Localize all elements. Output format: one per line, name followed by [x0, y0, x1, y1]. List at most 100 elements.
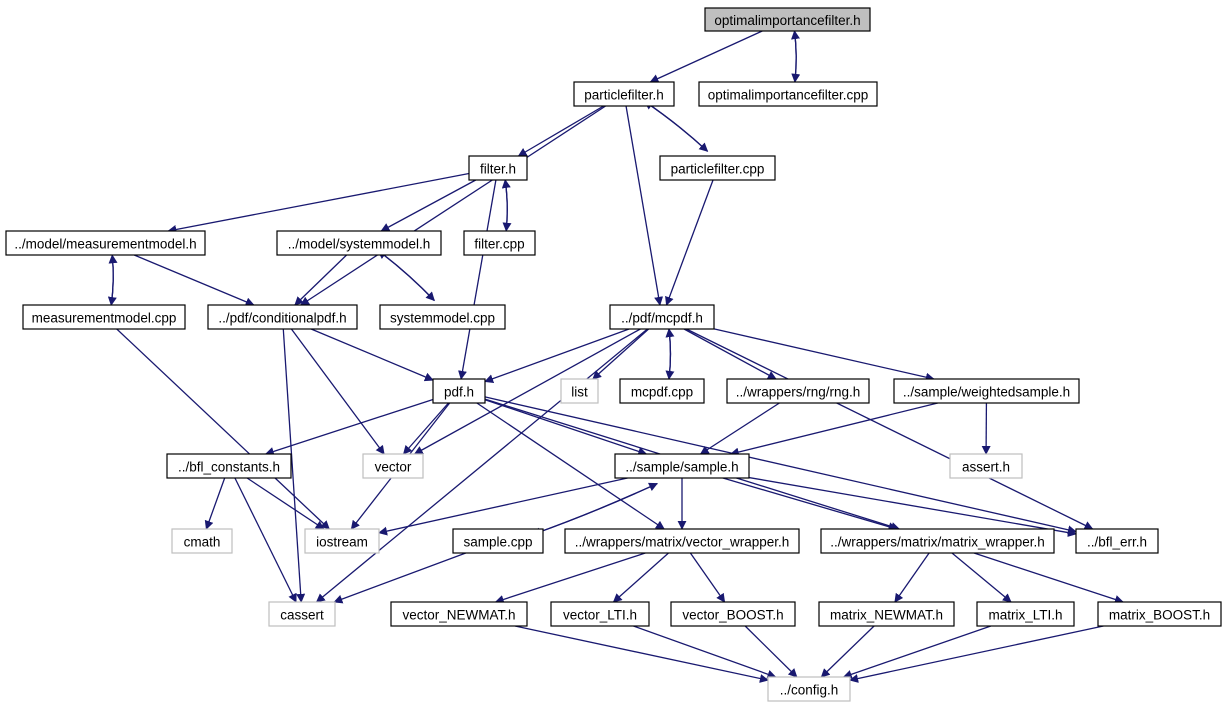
edge-mcpdf_h-to-list: [592, 328, 650, 380]
edge-mcpdf_h-to-vector: [413, 328, 641, 455]
node-sample-cpp[interactable]: sample.cpp: [452, 528, 544, 554]
node-label: systemmodel.cpp: [390, 311, 495, 326]
node-box: [550, 601, 650, 627]
node-box: [767, 676, 851, 702]
node-label: filter.h: [480, 162, 516, 177]
node-matrix-BOOST-h[interactable]: matrix_BOOST.h: [1097, 601, 1222, 627]
node-box: [949, 453, 1023, 479]
node-box: [304, 528, 380, 554]
edge-matrix_NEWMAT_h-to-config_h: [820, 625, 875, 678]
edge-sample_cpp-to-sample_h: [532, 482, 659, 536]
node-box: [362, 453, 424, 479]
edge-matrix_wrapper_h-to-matrix_BOOST_h: [973, 552, 1124, 604]
node-box: [5, 230, 206, 256]
edge-sample_h-to-matrix_wrapper_h: [722, 477, 898, 532]
edge-conditionalpdf_h-to-cassert: [282, 328, 306, 603]
edge-pdf_h-to-bfl_err_h: [484, 396, 1077, 535]
node-vector-NEWMAT-h[interactable]: vector_NEWMAT.h: [390, 601, 528, 627]
node-box: [726, 378, 870, 404]
node-label: ../pdf/mcpdf.h: [621, 311, 703, 326]
node-box: [1097, 601, 1222, 627]
node-label: cassert: [280, 608, 324, 623]
edge-vector_wrapper_h-to-vector_LTI_h: [612, 552, 669, 603]
node-bfl-constants-h[interactable]: ../bfl_constants.h: [166, 453, 292, 479]
node-systemmodel-h[interactable]: ../model/systemmodel.h: [276, 230, 442, 256]
node-box: [171, 528, 233, 554]
node-filter-cpp[interactable]: filter.cpp: [463, 230, 536, 256]
node-iostream: iostream: [304, 528, 380, 554]
node-label: ../model/systemmodel.h: [288, 237, 431, 252]
edge-mcpdf_cpp-to-mcpdf_h: [665, 328, 675, 380]
node-vector: vector: [362, 453, 424, 479]
node-label: filter.cpp: [474, 237, 524, 252]
edge-filter_h-to-pdf_h: [458, 179, 497, 380]
node-label: cmath: [184, 535, 221, 550]
edge-conditionalpdf_h-to-vector: [290, 328, 385, 455]
node-mcpdf-cpp[interactable]: mcpdf.cpp: [619, 378, 705, 404]
node-box: [560, 378, 599, 404]
node-vector-LTI-h[interactable]: vector_LTI.h: [550, 601, 650, 627]
node-label: ../config.h: [780, 683, 839, 698]
node-label: matrix_LTI.h: [988, 608, 1062, 623]
node-bfl-err-h[interactable]: ../bfl_err.h: [1075, 528, 1159, 554]
edge-sample_h-to-sample_cpp: [531, 482, 658, 537]
node-label: ../wrappers/rng/rng.h: [736, 385, 861, 400]
node-box: [818, 601, 955, 627]
node-box: [893, 378, 1080, 404]
node-label: ../sample/sample.h: [625, 460, 738, 475]
node-conditionalpdf-h[interactable]: ../pdf/conditionalpdf.h: [207, 304, 358, 330]
edge-matrix_wrapper_h-to-matrix_LTI_h: [951, 552, 1012, 603]
node-list: list: [560, 378, 599, 404]
edge-systemmodel_h-to-systemmodel_cpp: [377, 249, 435, 302]
node-matrix-wrapper-h[interactable]: ../wrappers/matrix/matrix_wrapper.h: [820, 528, 1055, 554]
node-optimalimportancefilter-h[interactable]: optimalimportancefilter.h: [704, 7, 871, 32]
edge-weightedsample_h-to-sample_h: [729, 402, 938, 457]
node-matrix-LTI-h[interactable]: matrix_LTI.h: [976, 601, 1075, 627]
node-label: ../wrappers/matrix/vector_wrapper.h: [575, 535, 790, 550]
edge-mcpdf_h-to-bfl_err_h: [686, 328, 1094, 530]
node-cmath: cmath: [171, 528, 233, 554]
node-label: vector_BOOST.h: [682, 608, 783, 623]
node-measurementmodel-h[interactable]: ../model/measurementmodel.h: [5, 230, 206, 256]
node-rng-h[interactable]: ../wrappers/rng/rng.h: [726, 378, 870, 404]
node-label: measurementmodel.cpp: [32, 311, 177, 326]
node-label: optimalimportancefilter.h: [714, 13, 860, 28]
edge-particlefilter_h-to-mcpdf_h: [625, 105, 664, 306]
node-config-h: ../config.h: [767, 676, 851, 702]
edge-mcpdf_h-to-pdf_h: [484, 328, 630, 383]
node-optimalimportancefilter-cpp[interactable]: optimalimportancefilter.cpp: [698, 81, 878, 107]
edge-layer: [107, 30, 1124, 683]
node-particlefilter-h[interactable]: particlefilter.h: [573, 81, 675, 107]
node-box: [670, 601, 796, 627]
node-label: ../wrappers/matrix/matrix_wrapper.h: [830, 535, 1045, 550]
node-sample-h[interactable]: ../sample/sample.h: [614, 453, 750, 479]
edge-pdf_h-to-sample_h: [484, 399, 648, 456]
node-label: sample.cpp: [463, 535, 532, 550]
node-box: [463, 230, 536, 256]
edge-matrix_LTI_h-to-config_h: [842, 625, 992, 679]
node-label: iostream: [316, 535, 368, 550]
node-filter-h[interactable]: filter.h: [468, 155, 528, 181]
edge-measurementmodel_cpp-to-iostream: [116, 328, 330, 530]
edge-sample_cpp-to-cassert: [333, 552, 467, 604]
edge-pdf_h-to-bfl_constants_h: [264, 398, 434, 456]
node-box: [698, 81, 878, 107]
node-box: [573, 81, 675, 107]
edge-bfl_constants_h-to-cassert: [234, 477, 297, 603]
node-box: [619, 378, 705, 404]
node-box: [22, 304, 186, 330]
edge-vector_NEWMAT_h-to-config_h: [514, 625, 769, 683]
node-weightedsample-h[interactable]: ../sample/weightedsample.h: [893, 378, 1080, 404]
node-mcpdf-h[interactable]: ../pdf/mcpdf.h: [609, 304, 715, 330]
node-pdf-h[interactable]: pdf.h: [432, 378, 486, 404]
node-measurementmodel-cpp[interactable]: measurementmodel.cpp: [22, 304, 186, 330]
node-particlefilter-cpp[interactable]: particlefilter.cpp: [659, 155, 776, 181]
node-box: [207, 304, 358, 330]
node-matrix-NEWMAT-h[interactable]: matrix_NEWMAT.h: [818, 601, 955, 627]
edge-pdf_h-to-vector_wrapper_h: [476, 402, 665, 530]
node-vector-wrapper-h[interactable]: ../wrappers/matrix/vector_wrapper.h: [564, 528, 800, 554]
node-vector-BOOST-h[interactable]: vector_BOOST.h: [670, 601, 796, 627]
node-systemmodel-cpp[interactable]: systemmodel.cpp: [379, 304, 506, 330]
edge-matrix_BOOST_h-to-config_h: [849, 625, 1104, 683]
node-label: ../bfl_err.h: [1087, 535, 1147, 550]
